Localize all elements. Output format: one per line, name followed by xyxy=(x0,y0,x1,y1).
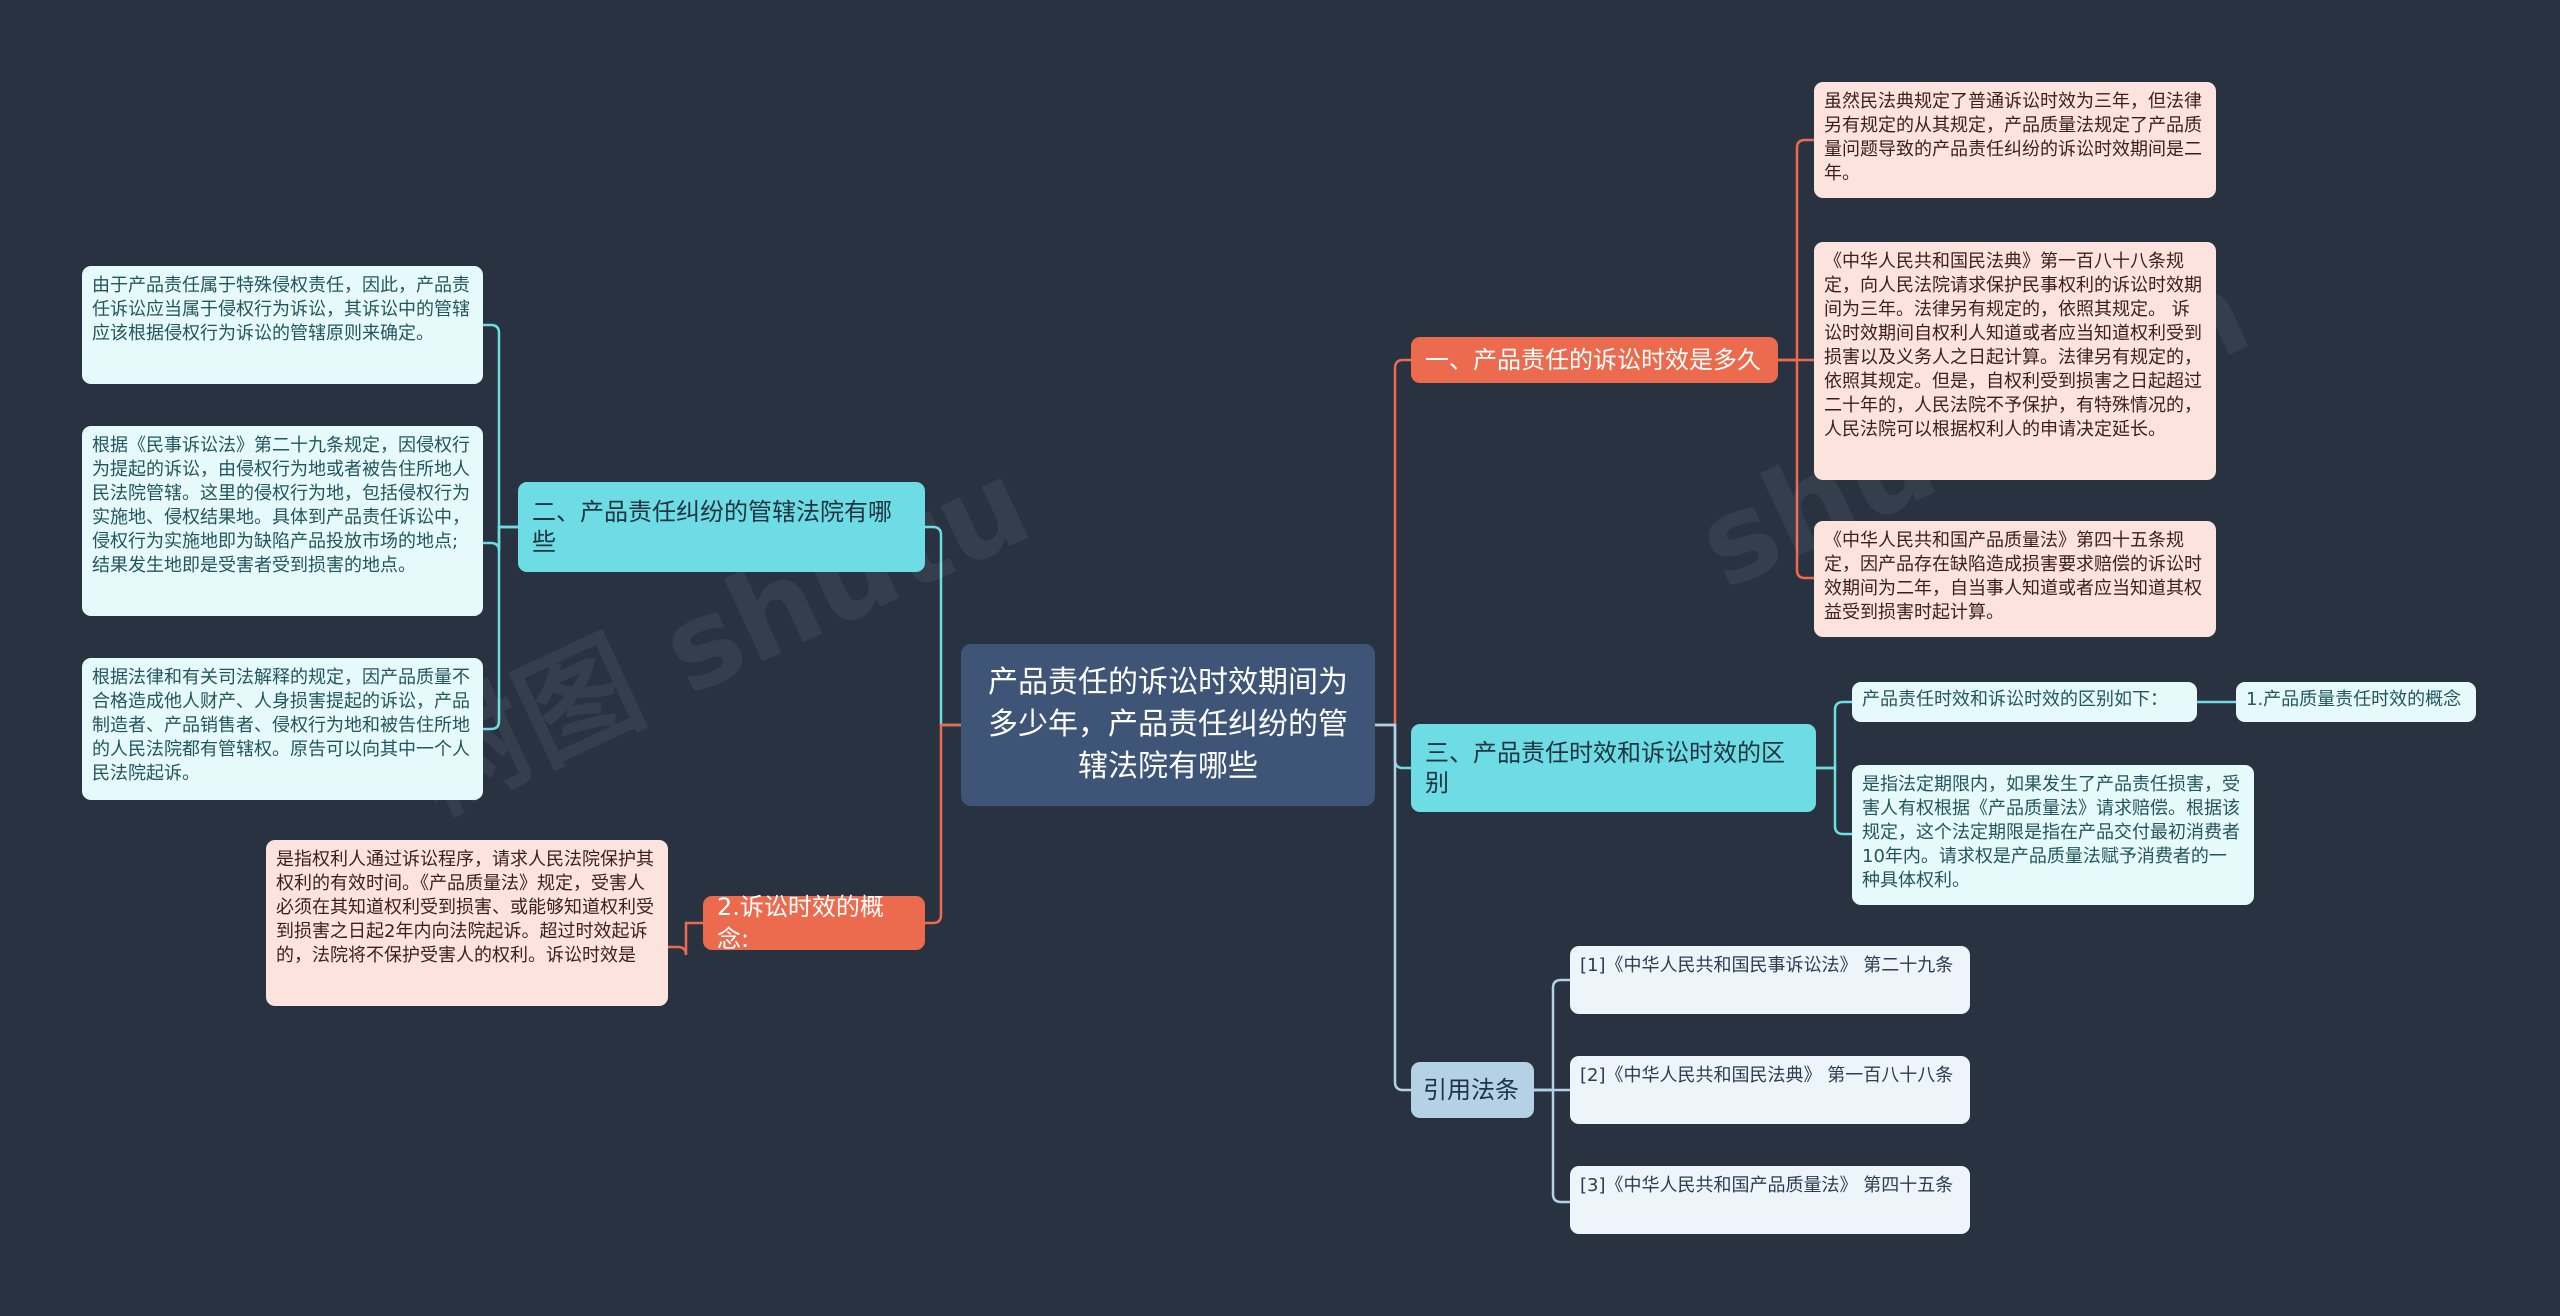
branch-time-limit[interactable]: 一、产品责任的诉讼时效是多久 xyxy=(1411,337,1778,383)
concept-leaf[interactable]: 是指权利人通过诉讼程序，请求人民法院保护其权利的有效时间。《产品质量法》规定，受… xyxy=(266,840,668,1006)
difference-sub-child[interactable]: 1.产品质量责任时效的概念 xyxy=(2236,682,2476,722)
time-limit-leaf-1[interactable]: 虽然民法典规定了普通诉讼时效为三年，但法律另有规定的从其规定，产品质量法规定了产… xyxy=(1814,82,2216,198)
branch-concept[interactable]: 2.诉讼时效的概念: xyxy=(703,893,925,953)
reference-item-3[interactable]: [3]《中华人民共和国产品质量法》 第四十五条 xyxy=(1570,1166,1970,1234)
jurisdiction-leaf-2[interactable]: 根据《民事诉讼法》第二十九条规定，因侵权行为提起的诉讼，由侵权行为地或者被告住所… xyxy=(82,426,483,616)
branch-jurisdiction[interactable]: 二、产品责任纠纷的管辖法院有哪些 xyxy=(518,482,925,572)
branch-references[interactable]: 引用法条 xyxy=(1411,1062,1534,1118)
branch-difference[interactable]: 三、产品责任时效和诉讼时效的区别 xyxy=(1411,724,1816,812)
difference-leaf[interactable]: 是指法定期限内，如果发生了产品责任损害，受害人有权根据《产品质量法》请求赔偿。根… xyxy=(1852,765,2254,905)
jurisdiction-leaf-1[interactable]: 由于产品责任属于特殊侵权责任，因此，产品责任诉讼应当属于侵权行为诉讼，其诉讼中的… xyxy=(82,266,483,384)
reference-item-2[interactable]: [2]《中华人民共和国民法典》 第一百八十八条 xyxy=(1570,1056,1970,1124)
jurisdiction-leaf-3[interactable]: 根据法律和有关司法解释的规定，因产品质量不合格造成他人财产、人身损害提起的诉讼，… xyxy=(82,658,483,800)
difference-sub-label[interactable]: 产品责任时效和诉讼时效的区别如下： xyxy=(1852,682,2197,722)
time-limit-leaf-2[interactable]: 《中华人民共和国民法典》第一百八十八条规定，向人民法院请求保护民事权利的诉讼时效… xyxy=(1814,242,2216,480)
root-topic[interactable]: 产品责任的诉讼时效期间为多少年，产品责任纠纷的管辖法院有哪些 xyxy=(961,644,1375,806)
reference-item-1[interactable]: [1]《中华人民共和国民事诉讼法》 第二十九条 xyxy=(1570,946,1970,1014)
time-limit-leaf-3[interactable]: 《中华人民共和国产品质量法》第四十五条规定，因产品存在缺陷造成损害要求赔偿的诉讼… xyxy=(1814,521,2216,637)
